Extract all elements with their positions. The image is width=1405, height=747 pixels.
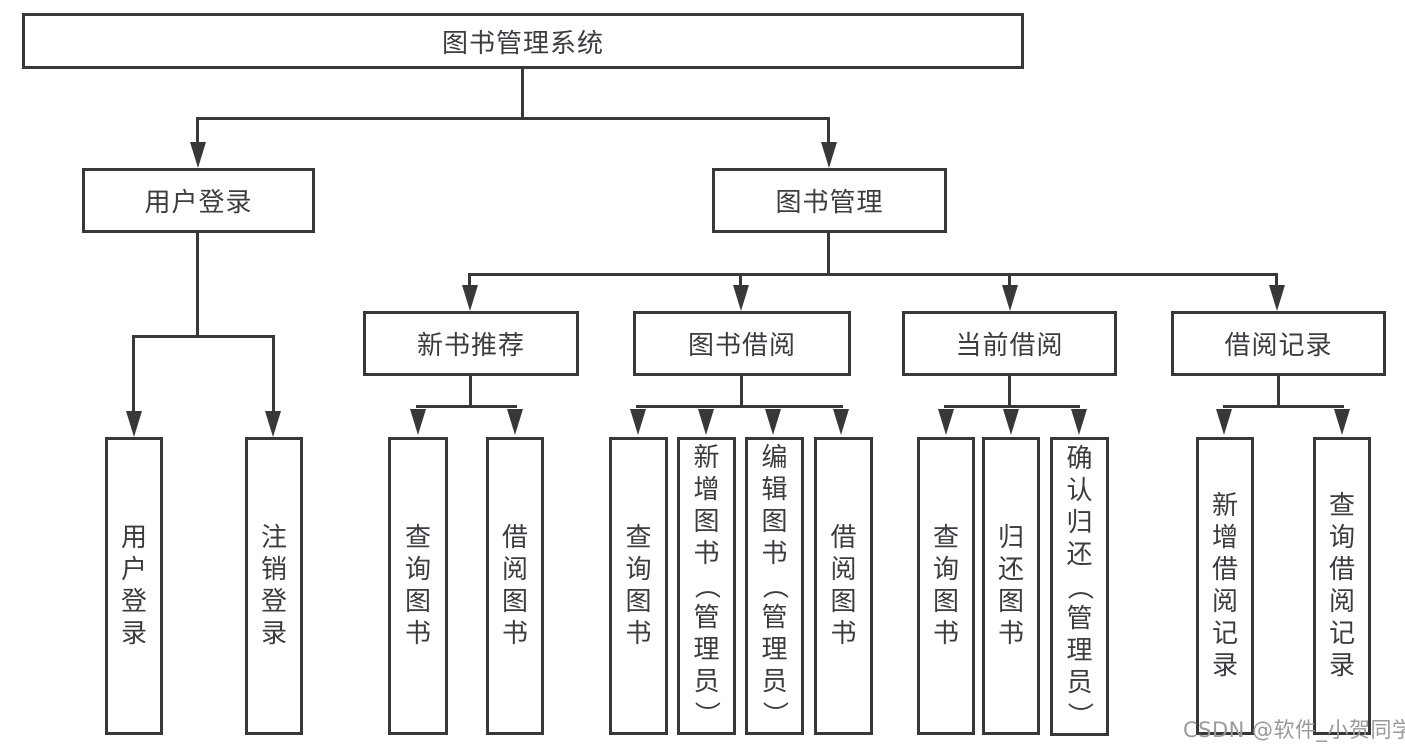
node-new-book-recommend-label: 新书推荐 xyxy=(416,331,525,361)
node-recs-add-record-label: 新增借阅记录 xyxy=(1211,491,1238,681)
connector-line xyxy=(827,117,830,149)
connector-line xyxy=(1008,273,1011,293)
node-bor-borrow-book: 借阅图书 xyxy=(814,437,873,735)
connector-line xyxy=(196,233,199,338)
arrowhead-icon xyxy=(126,411,142,437)
connector-line xyxy=(469,376,472,408)
connector-line xyxy=(827,233,830,276)
node-borrow-records: 借阅记录 xyxy=(1171,311,1386,376)
connector-line xyxy=(272,335,275,420)
node-recs-query-record-label: 查询借阅记录 xyxy=(1328,491,1355,681)
arrowhead-icon xyxy=(1002,285,1018,311)
arrowhead-icon xyxy=(698,409,714,435)
node-recs-query-record: 查询借阅记录 xyxy=(1313,437,1371,735)
arrowhead-icon xyxy=(1071,409,1087,435)
node-bor-query-book-label: 查询图书 xyxy=(625,523,652,649)
node-user-login-label: 用户登录 xyxy=(144,188,253,218)
connector-line xyxy=(739,273,742,293)
connector-line xyxy=(1008,376,1011,408)
node-cur-query-book-label: 查询图书 xyxy=(932,523,959,649)
arrowhead-icon xyxy=(733,285,749,311)
arrowhead-icon xyxy=(190,142,206,168)
node-leaf-user-login: 用户登录 xyxy=(105,437,163,735)
node-bor-edit-book-label: 编辑图书（管理员） xyxy=(759,443,790,728)
node-cur-return-book-label: 归还图书 xyxy=(997,523,1024,649)
node-book-borrow: 图书借阅 xyxy=(633,311,851,376)
node-user-login: 用户登录 xyxy=(82,168,315,233)
arrowhead-icon xyxy=(938,409,954,435)
node-rec-borrow-book-label: 借阅图书 xyxy=(501,523,528,649)
connector-line xyxy=(416,405,517,408)
arrowhead-icon xyxy=(1216,409,1232,435)
connector-line xyxy=(1223,405,1344,408)
arrowhead-icon xyxy=(410,409,426,435)
node-root-label: 图书管理系统 xyxy=(441,28,604,59)
connector-line xyxy=(1275,273,1278,293)
node-leaf-logout-label: 注销登录 xyxy=(260,523,287,649)
node-leaf-user-login-label: 用户登录 xyxy=(120,523,147,649)
connector-line xyxy=(196,117,199,149)
arrowhead-icon xyxy=(765,409,781,435)
arrowhead-icon xyxy=(265,411,281,437)
node-rec-query-book: 查询图书 xyxy=(388,437,448,735)
node-current-borrow-label: 当前借阅 xyxy=(955,331,1064,361)
node-leaf-logout: 注销登录 xyxy=(245,437,303,735)
node-bor-add-book: 新增图书（管理员） xyxy=(677,437,736,735)
node-bor-borrow-book-label: 借阅图书 xyxy=(830,523,857,649)
node-book-management: 图书管理 xyxy=(712,168,947,233)
node-cur-confirm-return: 确认归还（管理员） xyxy=(1050,437,1109,736)
node-book-borrow-label: 图书借阅 xyxy=(687,331,796,361)
node-book-management-label: 图书管理 xyxy=(775,188,884,218)
connector-line xyxy=(1277,376,1280,408)
connector-line xyxy=(132,335,275,338)
connector-line xyxy=(740,376,743,408)
node-cur-confirm-return-label: 确认归还（管理员） xyxy=(1064,443,1095,728)
arrowhead-icon xyxy=(821,142,837,168)
node-rec-borrow-book: 借阅图书 xyxy=(486,437,544,735)
connector-line xyxy=(468,273,471,293)
connector-line xyxy=(196,117,830,120)
node-root: 图书管理系统 xyxy=(22,13,1024,69)
connector-line xyxy=(636,405,843,408)
arrowhead-icon xyxy=(507,409,523,435)
connector-line xyxy=(132,335,135,420)
node-cur-return-book: 归还图书 xyxy=(982,437,1040,735)
node-rec-query-book-label: 查询图书 xyxy=(404,523,431,649)
node-new-book-recommend: 新书推荐 xyxy=(363,311,579,376)
arrowhead-icon xyxy=(833,409,849,435)
arrowhead-icon xyxy=(1269,285,1285,311)
node-cur-query-book: 查询图书 xyxy=(917,437,975,735)
connector-line xyxy=(944,405,1080,408)
arrowhead-icon xyxy=(1003,409,1019,435)
node-current-borrow: 当前借阅 xyxy=(902,311,1117,376)
connector-line xyxy=(468,273,1278,276)
node-bor-query-book: 查询图书 xyxy=(609,437,668,735)
node-recs-add-record: 新增借阅记录 xyxy=(1196,437,1254,735)
node-bor-add-book-label: 新增图书（管理员） xyxy=(691,443,722,728)
arrowhead-icon xyxy=(1334,409,1350,435)
csdn-watermark: CSDN @软件_小贺同学 xyxy=(1183,718,1405,742)
arrowhead-icon xyxy=(630,409,646,435)
node-bor-edit-book: 编辑图书（管理员） xyxy=(745,437,804,735)
node-borrow-records-label: 借阅记录 xyxy=(1224,331,1333,361)
arrowhead-icon xyxy=(462,285,478,311)
connector-line xyxy=(521,69,524,117)
